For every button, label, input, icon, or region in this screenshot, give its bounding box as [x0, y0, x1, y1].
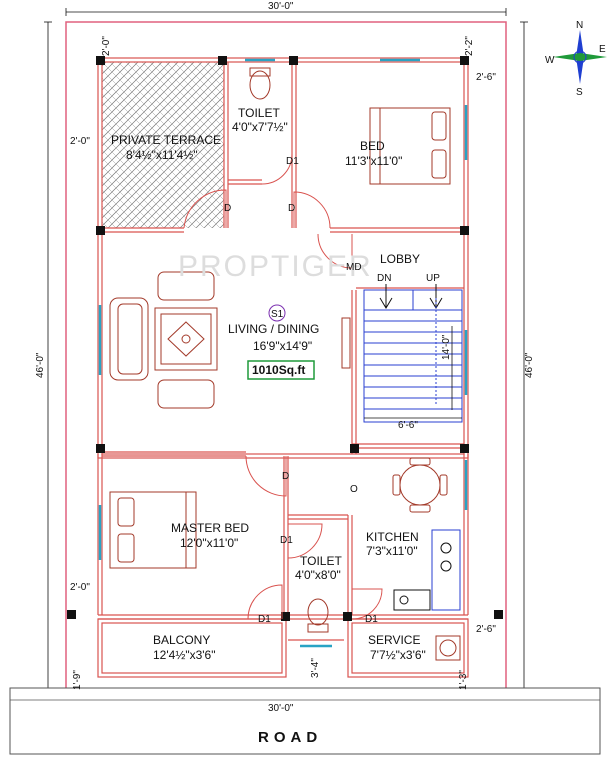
dim-setback-top-right: 2'-2" [464, 36, 475, 56]
compass: N S E W [545, 20, 607, 98]
door-swings [183, 153, 383, 620]
unit-badge-text: S1 [271, 309, 284, 320]
dim-setback-right-lower: 2'-6" [476, 624, 496, 635]
room-toilet-top-name: TOILET [238, 106, 280, 120]
room-kitchen-size: 7'3"x11'0" [366, 544, 418, 558]
dim-setback-left-lower: 2'-0" [70, 582, 90, 593]
area-text: 1010Sq.ft [252, 363, 305, 377]
compass-n: N [576, 20, 583, 31]
door-d1-toilet-top: D1 [286, 156, 299, 167]
room-service-name: SERVICE [368, 633, 420, 647]
road: ROAD [9, 687, 601, 755]
room-private-terrace-size: 8'4½"x11'4½" [126, 148, 198, 162]
dim-bottom-center: 3'-4" [310, 658, 321, 678]
o-mark: O [350, 484, 358, 495]
room-balcony-name: BALCONY [153, 633, 210, 647]
staircase [363, 284, 463, 423]
door-d-bed: D [288, 203, 295, 214]
stair-up: UP [426, 273, 440, 284]
dim-setback-left-terrace: 2'-0" [70, 136, 90, 147]
room-living-size: 16'9"x14'9" [253, 339, 312, 353]
room-bed-size: 11'3"x11'0" [345, 154, 402, 168]
room-lobby-name: LOBBY [380, 252, 420, 266]
area-box: 1010Sq.ft [247, 360, 315, 380]
columns [67, 56, 503, 621]
door-d1-balcony: D1 [258, 614, 271, 625]
road-label: ROAD [258, 729, 322, 746]
door-d-terrace: D [224, 203, 231, 214]
watermark: PROPTIGER [178, 250, 373, 283]
room-living-name: LIVING / DINING [228, 322, 319, 336]
terrace-hatch [102, 62, 224, 228]
door-d-master: D [282, 471, 289, 482]
dim-bottom-width: 30'-0" [268, 703, 294, 714]
dim-setback-top-left: 2'-0" [101, 36, 112, 56]
compass-w: W [545, 55, 555, 66]
room-private-terrace-name: PRIVATE TERRACE [111, 133, 221, 147]
unit-badge: S1 [268, 304, 286, 322]
room-toilet-bottom-size: 4'0"x8'0" [295, 568, 341, 582]
dim-right-height: 46'-0" [524, 352, 535, 378]
room-service-size: 7'7½"x3'6" [370, 648, 426, 662]
dim-top-width: 30'-0" [268, 1, 294, 12]
room-master-bed-size: 12'0"x11'0" [180, 536, 238, 550]
door-d1-service: D1 [365, 614, 378, 625]
room-balcony-size: 12'4½"x3'6" [153, 648, 215, 662]
dim-bottom-left: 1'-9" [72, 670, 83, 690]
dim-setback-right-bed: 2'-6" [476, 72, 496, 83]
dim-left-height: 46'-0" [35, 352, 46, 378]
windows [98, 58, 468, 648]
room-kitchen-name: KITCHEN [366, 530, 419, 544]
room-bed-name: BED [360, 139, 385, 153]
dim-bottom-right: 1'-3" [458, 670, 469, 690]
compass-e: E [599, 44, 606, 55]
door-md: MD [346, 262, 362, 273]
furniture [109, 67, 461, 661]
room-toilet-top-size: 4'0"x7'7½" [232, 120, 288, 134]
dim-stair-width: 6'-6" [398, 420, 418, 431]
room-master-bed-name: MASTER BED [171, 521, 249, 535]
room-toilet-bottom-name: TOILET [300, 554, 342, 568]
stair-dn: DN [377, 273, 391, 284]
compass-s: S [576, 87, 583, 98]
dim-stair-height: 14'-0" [441, 334, 452, 360]
door-d1-toilet-bottom: D1 [280, 535, 293, 546]
